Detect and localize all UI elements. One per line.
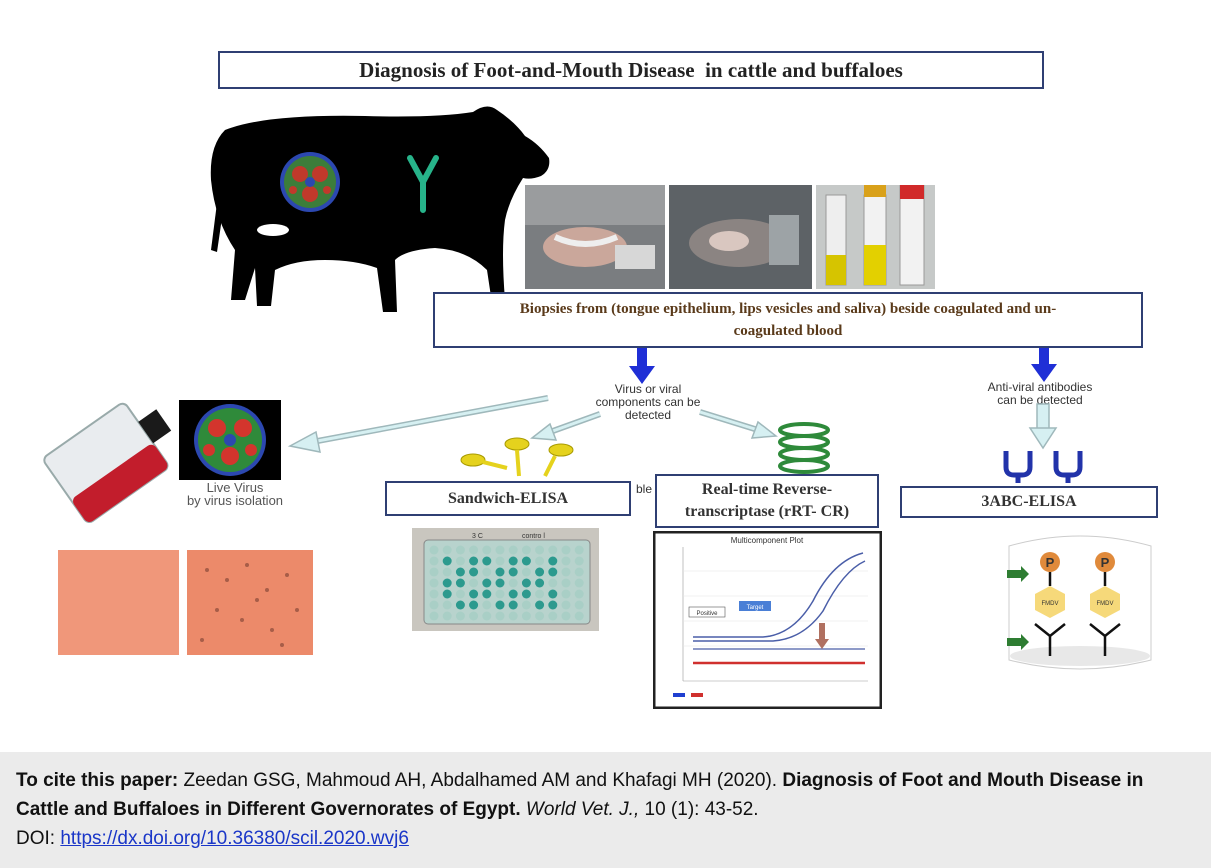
capture-antibody-icons [460,437,574,477]
plot-title: Multicomponent Plot [731,536,804,545]
antibody-icon [407,155,439,213]
virus-particle-icon [280,152,340,212]
citation-authors: Zeedan GSG, Mahmoud AH, Abdalhamed AM an… [178,770,783,791]
diagram-title: Diagnosis of Foot-and-Mouth Disease in c… [218,51,1044,89]
culture-flask-icon [43,402,172,523]
amplification-curve-1 [693,552,864,638]
abc-fmdv-label-right: FMDV [1097,601,1114,607]
live-virus-label: Live Virus by virus isolation [150,481,320,507]
live-virus-line-1: Live Virus [206,480,264,495]
citation-title: Diagnosis of Foot and Mouth Disease in C… [16,770,1144,820]
citation-journal: World Vet. J., [525,799,640,820]
abc-fmdv-label-left: FMDV [1042,601,1059,607]
virus-label-line-2: components can be [595,395,701,409]
cell-culture-cpe-image [187,550,313,655]
virus-detected-label: Virus or viral components can be detecte… [558,383,738,422]
arrow-down-antibody-icon [1031,348,1057,382]
rtpcr-label-line-2: transcriptase (rRT- CR) [684,503,850,520]
arrow-to-live-virus-icon [287,395,549,453]
citation-doi-link[interactable]: https://dx.doi.org/10.36380/scil.2020.wv… [60,828,409,849]
plot-label-target: Target [747,605,764,611]
photo-saliva-sampling [669,185,812,289]
virus-label-line-1: Virus or viral [614,382,682,396]
abc-p-label-left: P [1046,555,1055,570]
photo-tongue-sampling [525,185,665,289]
abc-elisa-diagram: P P FMDV FMDV [1007,535,1152,670]
photo-blood-tubes [816,185,935,289]
live-virus-particle-icon [179,400,281,480]
dna-coil-icon [778,422,830,474]
enzyme-label-icon-left [1040,552,1060,572]
amplification-curve-2 [693,560,866,642]
abc-elisa-label: 3ABC-ELISA [981,493,1077,510]
arrow-to-abc-icon [1028,403,1058,450]
citation-volume: 10 (1): 43-52. [639,799,759,820]
live-virus-line-2: by virus isolation [186,493,284,508]
antibody-label-line-1: Anti-viral antibodies [987,380,1093,394]
arrow-to-rtpcr-icon [699,409,778,439]
antibody-label-line-2: can be detected [997,393,1083,407]
sandwich-elisa-label: Sandwich-ELISA [447,489,569,507]
rtpcr-label-line-1: Real-time Reverse- [701,481,833,498]
arrow-down-virus-icon [629,348,655,384]
virus-label-line-3: detected [624,408,672,422]
biopsy-box: Biopsies from (tongue epithelium, lips v… [433,292,1143,348]
abc-elisa-box: 3ABC-ELISA [900,486,1158,518]
abc-p-label-right: P [1101,555,1110,570]
biopsy-text-line-2: coagulated blood [733,323,843,339]
elisa-plate-image: 3 C contro l [412,528,599,631]
partial-text: ble [635,482,652,496]
cow-illustration [210,106,550,312]
diagram-title-text: Diagnosis of Foot-and-Mouth Disease in c… [359,57,903,82]
elisa-plate-label-right: contro l [522,533,545,540]
multicomponent-plot: Multicomponent Plot Positive Target [653,531,882,709]
enzyme-label-icon-right [1095,552,1115,572]
arrow-to-sandwich-icon [530,411,602,441]
sandwich-elisa-box: Sandwich-ELISA [385,481,631,516]
antibody-detected-label: Anti-viral antibodies can be detected [950,381,1130,407]
biopsy-text-line-1: Biopsies from (tongue epithelium, lips v… [519,301,1057,317]
elisa-plate-label-left: 3 C [472,533,483,540]
citation-prefix: To cite this paper: [16,770,179,791]
rtpcr-box: Real-time Reverse- transcriptase (rRT- C… [655,474,879,528]
citation-doi-label: DOI: [16,828,61,849]
abc-antibody-icons [1003,451,1083,483]
cell-culture-normal-image [58,550,179,655]
plot-label-positive: Positive [696,611,718,617]
citation-panel: To cite this paper: Zeedan GSG, Mahmoud … [0,752,1211,868]
